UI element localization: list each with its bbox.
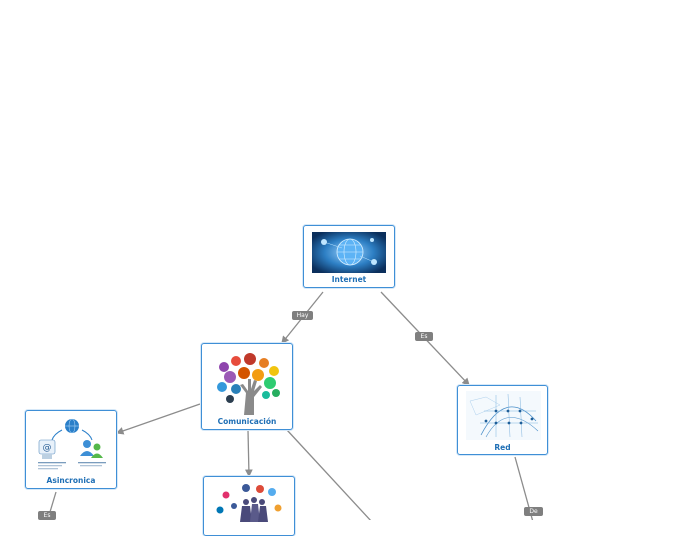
node-internet[interactable]: Internet bbox=[303, 225, 395, 288]
asynchronous-communication-image: @ bbox=[38, 418, 106, 470]
social-network-people-image bbox=[216, 484, 282, 522]
internet-globe-image bbox=[312, 232, 386, 273]
network-globe-image bbox=[466, 391, 541, 440]
connector-comunicacion-offscreen bbox=[286, 429, 372, 520]
connector-comunicacion-sincronica bbox=[244, 429, 253, 478]
node-comunicacion-title: Comunicación bbox=[217, 417, 277, 426]
node-comunicacion[interactable]: Comunicación bbox=[201, 343, 293, 430]
link-label-es-red: Es bbox=[415, 332, 433, 341]
social-media-tree-image bbox=[217, 353, 280, 415]
node-asincronica-title: Asincronica bbox=[46, 476, 96, 485]
node-internet-title: Internet bbox=[331, 275, 367, 284]
link-label-de: De bbox=[524, 507, 543, 516]
node-sincronica[interactable] bbox=[203, 476, 295, 536]
node-asincronica[interactable]: @ Asincronica bbox=[25, 410, 117, 489]
link-label-hay: Hay bbox=[292, 311, 313, 320]
svg-text:@: @ bbox=[43, 443, 52, 453]
connector-comunicacion-asincronica bbox=[115, 403, 201, 435]
mind-map-canvas bbox=[46, 291, 534, 520]
link-label-es-asincronica: Es bbox=[38, 511, 56, 520]
node-red-title: Red bbox=[494, 443, 511, 452]
node-red[interactable]: Red bbox=[457, 385, 548, 455]
